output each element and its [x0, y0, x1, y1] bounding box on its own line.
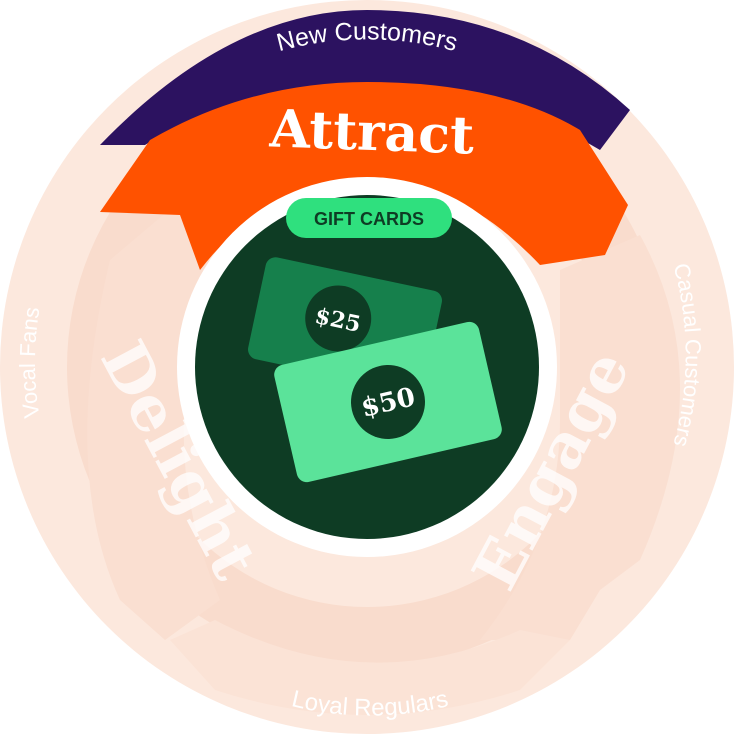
bottom-arrow-shape — [170, 620, 570, 715]
gift-card-front-amount-badge — [351, 365, 425, 439]
engage-arrow-shape — [480, 235, 680, 640]
gift-card-back-amount-badge — [305, 285, 372, 352]
outer-label-vocal-fans: Vocal Fans — [15, 305, 44, 419]
gift-card-front: $50 — [274, 321, 502, 483]
segment-attract-label: Attract — [268, 98, 475, 166]
gift-cards-badge-label: GIFT CARDS — [314, 209, 424, 229]
gift-cards-badge — [286, 198, 452, 238]
attract-band — [100, 82, 628, 270]
attract-outer-band — [100, 10, 630, 150]
